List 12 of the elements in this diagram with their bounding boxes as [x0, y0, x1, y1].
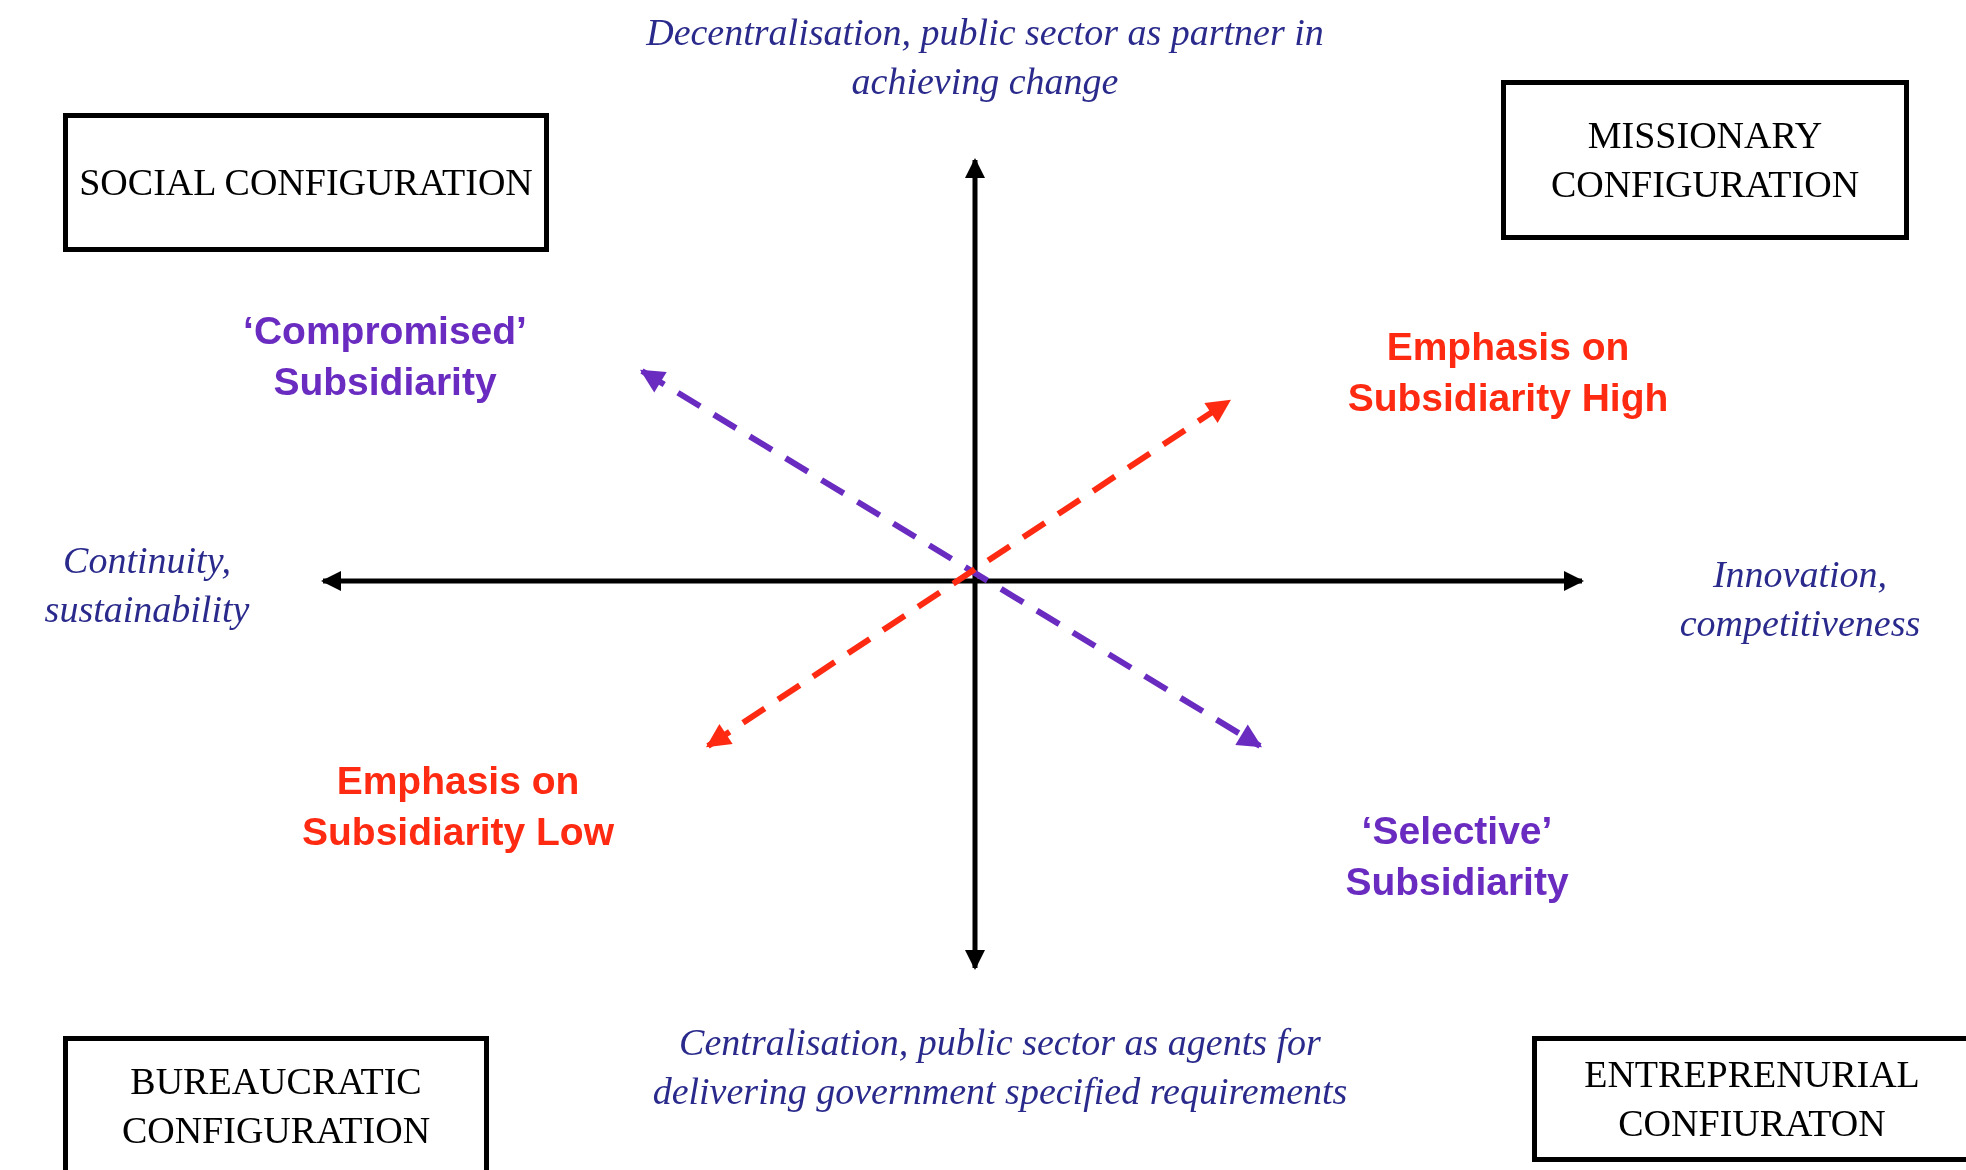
annotation-label: Emphasis on Subsidiarity High	[1346, 324, 1670, 421]
axis-label: Decentralisation, public sector as partner in achieving change	[645, 10, 1325, 105]
axis-label: Centralisation, public sector as agents for delivering government specified requirements	[651, 1020, 1349, 1115]
axis-label: Innovation, competitiveness	[1678, 552, 1922, 647]
configuration-box: MISSIONARY CONFIGURATION	[1501, 80, 1909, 240]
axis-label: Continuity, sustainability	[43, 538, 251, 633]
annotation-label: Emphasis on Subsidiarity Low	[300, 758, 615, 855]
annotation-label: ‘Selective’ Subsidiarity	[1344, 808, 1570, 905]
configuration-box: BUREAUCRATIC CONFIGURATION	[63, 1036, 489, 1170]
configuration-box: SOCIAL CONFIGURATION	[63, 113, 549, 252]
configuration-box: ENTREPRENURIAL CONFIURATON	[1532, 1036, 1966, 1162]
annotation-label: ‘Compromised’ Subsidiarity	[242, 308, 528, 405]
